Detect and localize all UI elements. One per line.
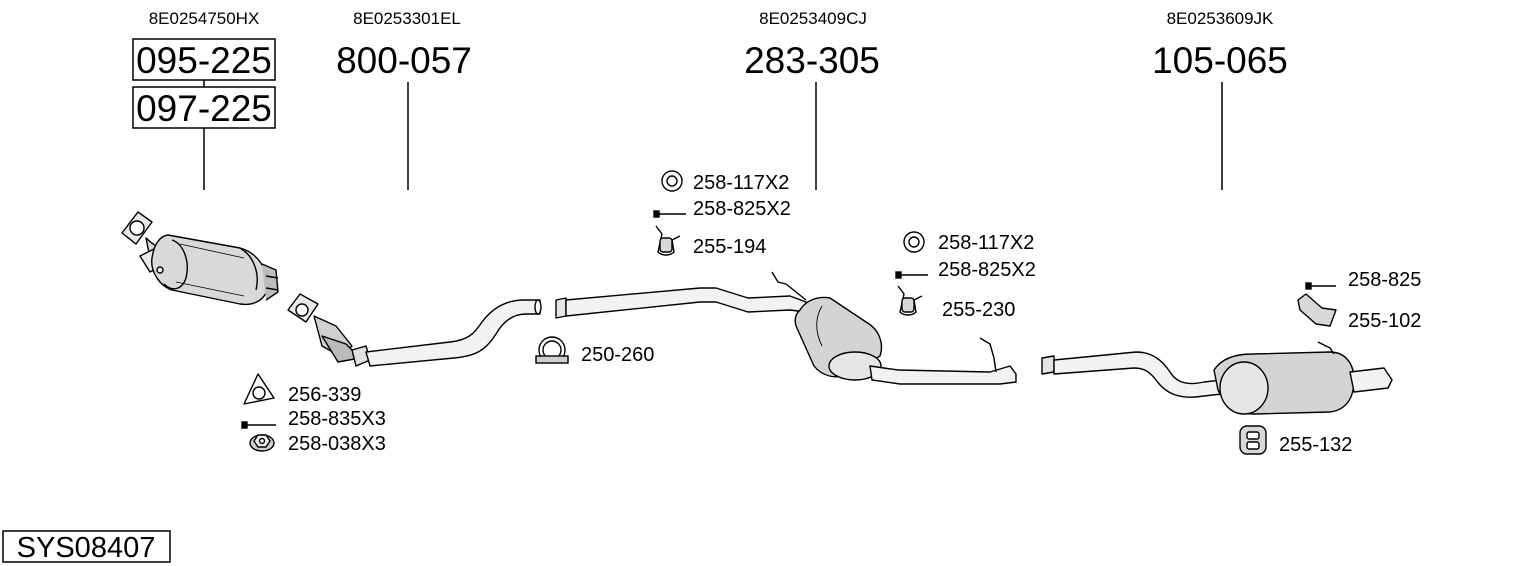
oem-number-front-pipe: 8E0253301EL <box>353 9 461 28</box>
part-label-255-132: 255-132 <box>1279 434 1352 456</box>
part-label-255-230: 255-230 <box>942 299 1015 321</box>
rubber-hanger-icon <box>655 225 681 256</box>
catalytic-converter-drawing <box>121 211 279 306</box>
bolt-icon <box>1305 282 1336 290</box>
part-label-258-825x2: 258-825X2 <box>693 198 791 220</box>
part-label-250-260: 250-260 <box>581 344 654 366</box>
system-code: SYS08407 <box>17 532 156 564</box>
part-number-rear-silencer: 105-065 <box>1152 40 1288 81</box>
flange-gasket-icon <box>243 373 275 405</box>
part-label-258-835x3: 258-835X3 <box>288 408 386 430</box>
rubber-mount-icon <box>1239 425 1267 455</box>
part-label-258-117x2: 258-117X2 <box>938 232 1034 254</box>
part-number-catalytic-1: 095-225 <box>136 40 272 81</box>
nut-icon <box>249 434 275 452</box>
bolt-icon <box>653 210 686 218</box>
mounting-bracket-icon <box>1297 293 1337 327</box>
system-code-box <box>2 530 171 563</box>
ring-gasket-icon <box>903 231 925 253</box>
bolt-icon <box>241 421 276 429</box>
middle-silencer-drawing <box>555 271 1017 385</box>
part-label-258-117x2: 258-117X2 <box>693 172 789 194</box>
oem-number-catalytic: 8E0254750HX <box>149 9 260 28</box>
ring-gasket-icon <box>661 170 683 192</box>
part-number-middle-silencer: 283-305 <box>744 40 880 81</box>
part-label-258-825x2: 258-825X2 <box>938 259 1036 281</box>
part-label-255-102: 255-102 <box>1348 310 1421 332</box>
rubber-hanger-icon <box>897 285 923 316</box>
oem-number-middle-silencer: 8E0253409CJ <box>759 9 867 28</box>
part-number-front-pipe: 800-057 <box>336 40 472 81</box>
front-pipe-drawing <box>287 293 542 367</box>
part-label-258-825: 258-825 <box>1348 269 1421 291</box>
oem-number-rear-silencer: 8E0253609JK <box>1167 9 1274 28</box>
part-number-catalytic-2: 097-225 <box>136 88 272 129</box>
pipe-clamp-icon <box>535 336 569 364</box>
bolt-icon <box>895 271 928 279</box>
rear-silencer-drawing <box>1041 341 1393 415</box>
part-label-256-339: 256-339 <box>288 384 361 406</box>
part-label-258-038x3: 258-038X3 <box>288 433 386 455</box>
leader-lines <box>203 82 1223 190</box>
part-label-255-194: 255-194 <box>693 236 766 258</box>
